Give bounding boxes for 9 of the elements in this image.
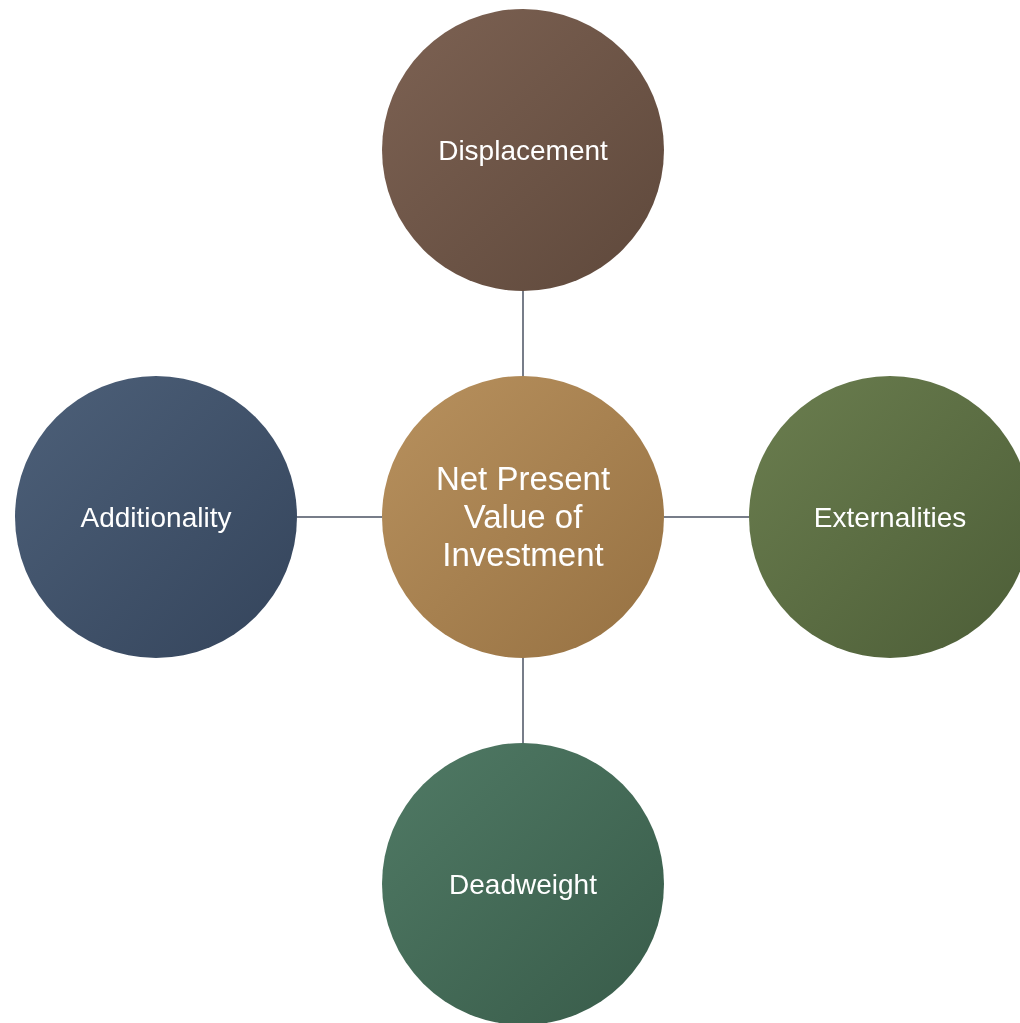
node-label: Net Present Value of Investment: [434, 460, 612, 574]
node-label: Additionality: [80, 500, 232, 535]
connector-line: [663, 516, 750, 518]
node-label: Deadweight: [449, 867, 597, 902]
connector-line: [296, 516, 383, 518]
node-label: Displacement: [438, 133, 608, 168]
connector-line: [522, 657, 524, 744]
node-label: Externalities: [813, 500, 967, 535]
connector-line: [522, 290, 524, 377]
